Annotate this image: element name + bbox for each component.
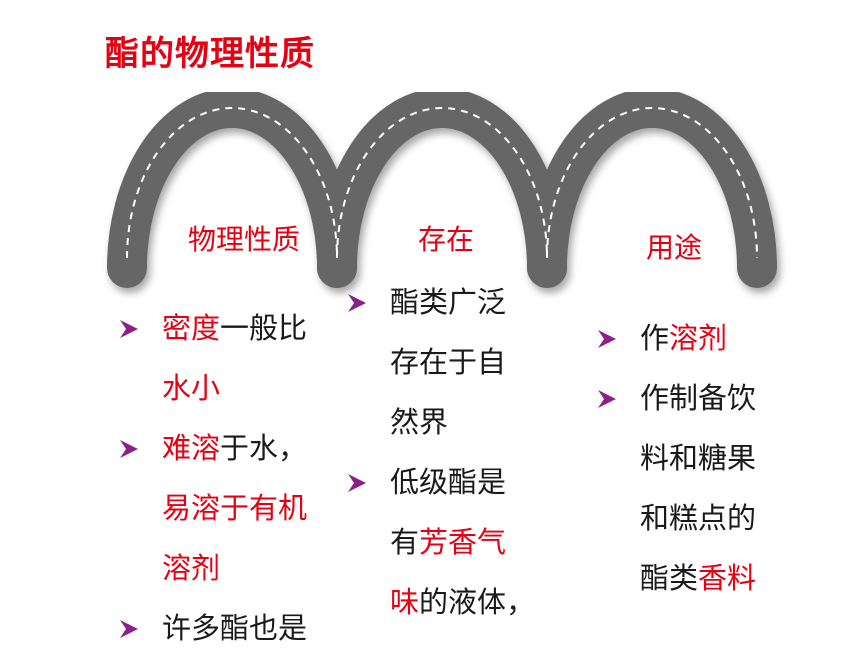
list-item: 酯类广泛 存在于自 然界 [346, 272, 566, 452]
list-item: 作制备饮 料和糖果 和糕点的 酯类香料 [596, 368, 836, 608]
arrow-bullet-icon [348, 474, 366, 492]
list-item: 低级酯是 有芳香气 味的液体， [346, 452, 566, 632]
arrow-bullet-icon [348, 294, 366, 312]
arrow-bullet-icon [598, 330, 616, 348]
section-label-uses: 用途 [646, 231, 703, 264]
arrow-bullet-icon [120, 440, 138, 458]
section-label-physical: 物理性质 [188, 223, 301, 256]
uses-list: 作溶剂 作制备饮 料和糖果 和糕点的 酯类香料 [596, 308, 836, 608]
arrow-bullet-icon [120, 620, 138, 638]
arrow-bullet-icon [598, 390, 616, 408]
physical-properties-list: 密度一般比 水小 难溶于水， 易溶于有机 溶剂 许多酯也是 [118, 298, 358, 658]
arrow-bullet-icon [120, 320, 138, 338]
existence-list: 酯类广泛 存在于自 然界 低级酯是 有芳香气 味的液体， [346, 272, 566, 632]
list-item: 许多酯也是 [118, 598, 358, 658]
section-label-existence: 存在 [418, 223, 475, 256]
list-item: 密度一般比 水小 [118, 298, 358, 418]
page-title: 酯的物理性质 [105, 34, 315, 74]
list-item: 难溶于水， 易溶于有机 溶剂 [118, 418, 358, 598]
list-item: 作溶剂 [596, 308, 836, 368]
